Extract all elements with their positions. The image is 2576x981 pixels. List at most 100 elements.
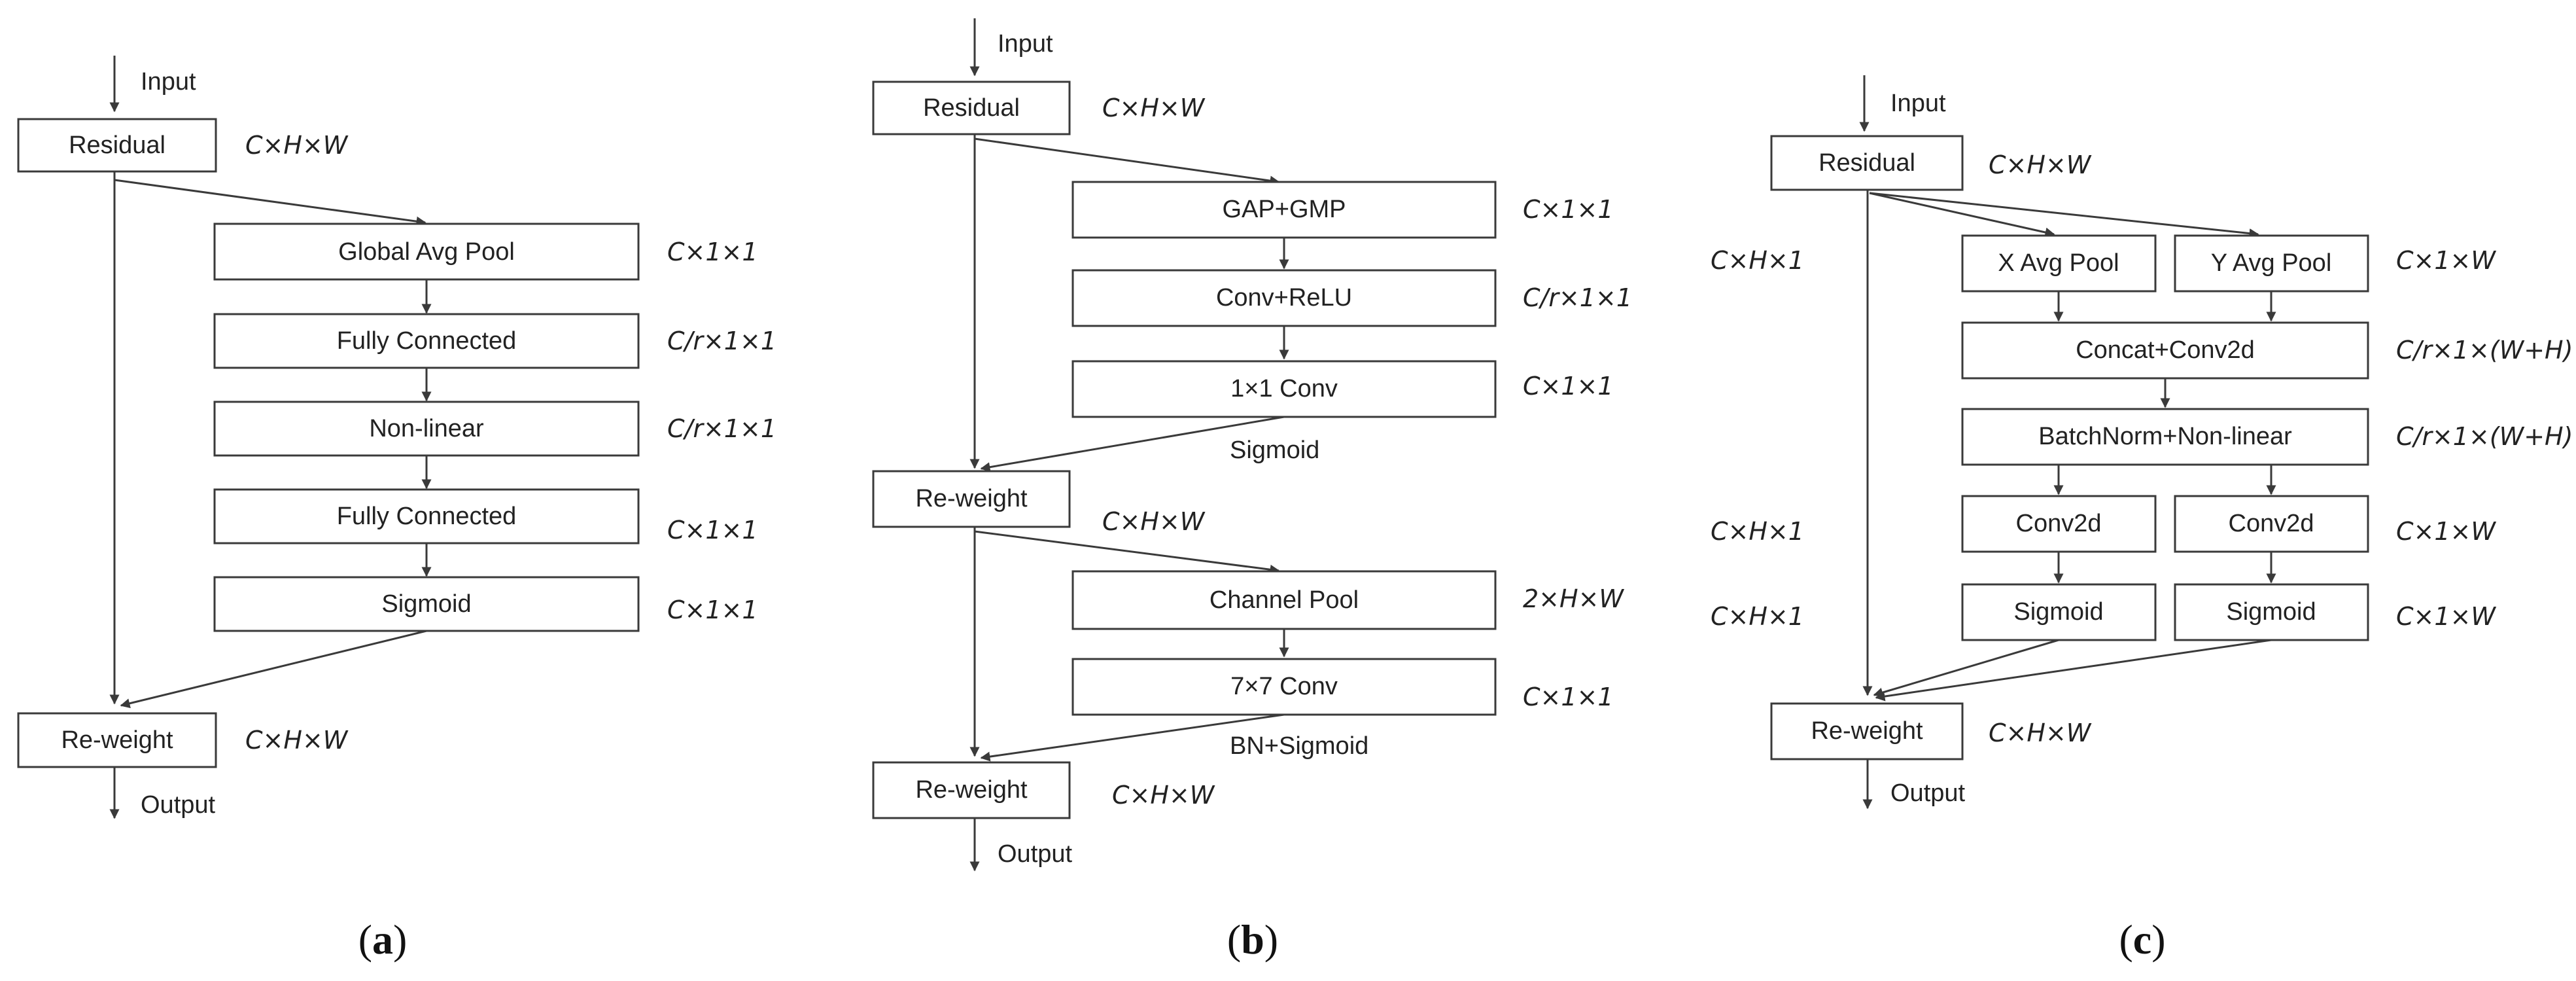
re-weight-2-dim: C×H×W xyxy=(1112,781,1215,810)
residual-to-gapgmp-arrow xyxy=(974,137,1280,186)
conv-relu-label: Conv+ReLU xyxy=(1216,284,1352,312)
bn-sigmoid-edge-label: BN+Sigmoid xyxy=(1230,732,1368,760)
re-weight-1-label: Re-weight xyxy=(915,485,1028,512)
fully-connected-2-dim: C×1×1 xyxy=(667,516,758,544)
conv-relu-dim: C/r×1×1 xyxy=(1523,283,1632,312)
y-avg-pool-dim: C×1×W xyxy=(2396,246,2496,275)
conv2d-right-node: Conv2d xyxy=(2174,495,2369,553)
sigmoid-right-node: Sigmoid xyxy=(2174,583,2369,641)
conv-1x1-node: 1×1 Conv xyxy=(1071,360,1497,418)
sigmoid-dim: C×1×1 xyxy=(667,596,758,624)
conv-relu-node: Conv+ReLU xyxy=(1071,269,1497,327)
input-label: Input xyxy=(998,30,1053,58)
residual-label: Residual xyxy=(69,132,165,159)
residual-to-gap-arrow xyxy=(114,179,426,226)
re-weight-dim: C×H×W xyxy=(1989,719,2092,747)
non-linear-node: Non-linear xyxy=(213,401,640,457)
global-avg-pool-node: Global Avg Pool xyxy=(213,223,640,281)
panel-c: Input Residual C×H×W C×H×1 X Avg Pool Y … xyxy=(1711,75,2573,963)
sigmoid-label: Sigmoid xyxy=(381,590,471,618)
caption-letter: c xyxy=(2133,916,2151,963)
sigmoid-left-node: Sigmoid xyxy=(1961,583,2157,641)
output-label: Output xyxy=(998,840,1073,868)
concat-conv2d-dim: C/r×1×(W+H) xyxy=(2396,336,2573,365)
output-label: Output xyxy=(1890,779,1966,807)
fully-connected-1-label: Fully Connected xyxy=(337,327,517,355)
conv-1x1-dim: C×1×1 xyxy=(1523,372,1614,401)
gap-gmp-dim: C×1×1 xyxy=(1523,195,1614,224)
residual-to-ypool-arrow xyxy=(1869,192,2259,239)
panel-a: Input Residual C×H×W Global Avg Pool C×1… xyxy=(17,56,776,963)
gap-gmp-node: GAP+GMP xyxy=(1071,181,1497,239)
conv2d-left-node: Conv2d xyxy=(1961,495,2157,553)
conv1x1-to-reweight1-arrow xyxy=(980,416,1285,473)
re-weight-dim: C×H×W xyxy=(245,726,349,755)
batchnorm-non-linear-dim: C/r×1×(W+H) xyxy=(2396,422,2573,451)
channel-pool-label: Channel Pool xyxy=(1210,586,1359,614)
y-avg-pool-node: Y Avg Pool xyxy=(2174,234,2369,293)
concat-conv2d-label: Concat+Conv2d xyxy=(2076,336,2255,364)
fully-connected-2-label: Fully Connected xyxy=(337,503,517,530)
y-avg-pool-label: Y Avg Pool xyxy=(2211,249,2332,277)
conv-7x7-dim: C×1×1 xyxy=(1523,683,1614,711)
conv-7x7-node: 7×7 Conv xyxy=(1071,658,1497,716)
residual-dim: C×H×W xyxy=(1989,151,2092,179)
sigmoid-to-reweight-arrow xyxy=(120,630,427,709)
panel-b: Input Residual C×H×W GAP+GMP C×1×1 Conv+… xyxy=(872,18,1632,963)
fully-connected-1-dim: C/r×1×1 xyxy=(667,327,776,355)
x-avg-pool-node: X Avg Pool xyxy=(1961,234,2157,293)
fully-connected-1-node: Fully Connected xyxy=(213,313,640,369)
input-label: Input xyxy=(141,68,196,96)
residual-node: Residual xyxy=(1770,135,1964,191)
channel-pool-node: Channel Pool xyxy=(1071,570,1497,630)
re-weight-1-dim: C×H×W xyxy=(1102,507,1206,536)
conv2d-right-dim: C×1×W xyxy=(2396,517,2496,546)
output-label: Output xyxy=(141,791,216,819)
x-avg-pool-dim: C×H×1 xyxy=(1711,246,1804,275)
sigmoid-left-dim: C×H×1 xyxy=(1711,602,1804,631)
sigmoid-node: Sigmoid xyxy=(213,576,640,632)
sigmoid-right-dim: C×1×W xyxy=(2396,602,2496,631)
non-linear-dim: C/r×1×1 xyxy=(667,414,776,443)
conv2d-right-label: Conv2d xyxy=(2229,510,2314,537)
channel-pool-dim: 2×H×W xyxy=(1523,584,1624,613)
panel-caption: (b) xyxy=(1227,916,1278,963)
residual-label: Residual xyxy=(1819,149,1915,177)
global-avg-pool-label: Global Avg Pool xyxy=(338,238,515,266)
sig-left-to-reweight-arrow xyxy=(1873,639,2059,698)
sigmoid-edge-label: Sigmoid xyxy=(1230,437,1319,464)
re-weight-label: Re-weight xyxy=(1811,717,1923,745)
conv-7x7-label: 7×7 Conv xyxy=(1230,673,1338,700)
conv7x7-to-reweight2-arrow xyxy=(980,713,1285,762)
sig-right-to-reweight-arrow xyxy=(1875,639,2272,702)
sigmoid-right-label: Sigmoid xyxy=(2226,598,2316,626)
caption-letter: a xyxy=(372,916,393,963)
residual-dim: C×H×W xyxy=(1102,94,1206,122)
sigmoid-left-label: Sigmoid xyxy=(2013,598,2103,626)
batchnorm-non-linear-label: BatchNorm+Non-linear xyxy=(2038,423,2292,450)
fully-connected-2-node: Fully Connected xyxy=(213,488,640,544)
caption-letter: b xyxy=(1241,916,1264,963)
re-weight-label: Re-weight xyxy=(61,726,173,754)
gap-gmp-label: GAP+GMP xyxy=(1223,196,1346,223)
x-avg-pool-label: X Avg Pool xyxy=(1998,249,2119,277)
re-weight-node: Re-weight xyxy=(17,712,217,768)
conv2d-left-dim: C×H×1 xyxy=(1711,517,1804,546)
reweight1-to-chpool-arrow xyxy=(974,530,1280,575)
input-label: Input xyxy=(1890,90,1946,117)
re-weight-2-node: Re-weight xyxy=(872,761,1071,819)
concat-conv2d-node: Concat+Conv2d xyxy=(1961,321,2369,380)
non-linear-label: Non-linear xyxy=(369,415,484,442)
global-avg-pool-dim: C×1×1 xyxy=(667,238,758,266)
panel-caption: (c) xyxy=(2119,916,2165,963)
panel-caption: (a) xyxy=(358,916,408,963)
residual-node: Residual xyxy=(17,118,217,173)
re-weight-2-label: Re-weight xyxy=(915,776,1028,804)
residual-label: Residual xyxy=(923,94,1020,122)
residual-dim: C×H×W xyxy=(245,131,349,160)
residual-node: Residual xyxy=(872,80,1071,135)
conv2d-left-label: Conv2d xyxy=(2016,510,2102,537)
re-weight-1-node: Re-weight xyxy=(872,470,1071,528)
re-weight-node: Re-weight xyxy=(1770,702,1964,760)
